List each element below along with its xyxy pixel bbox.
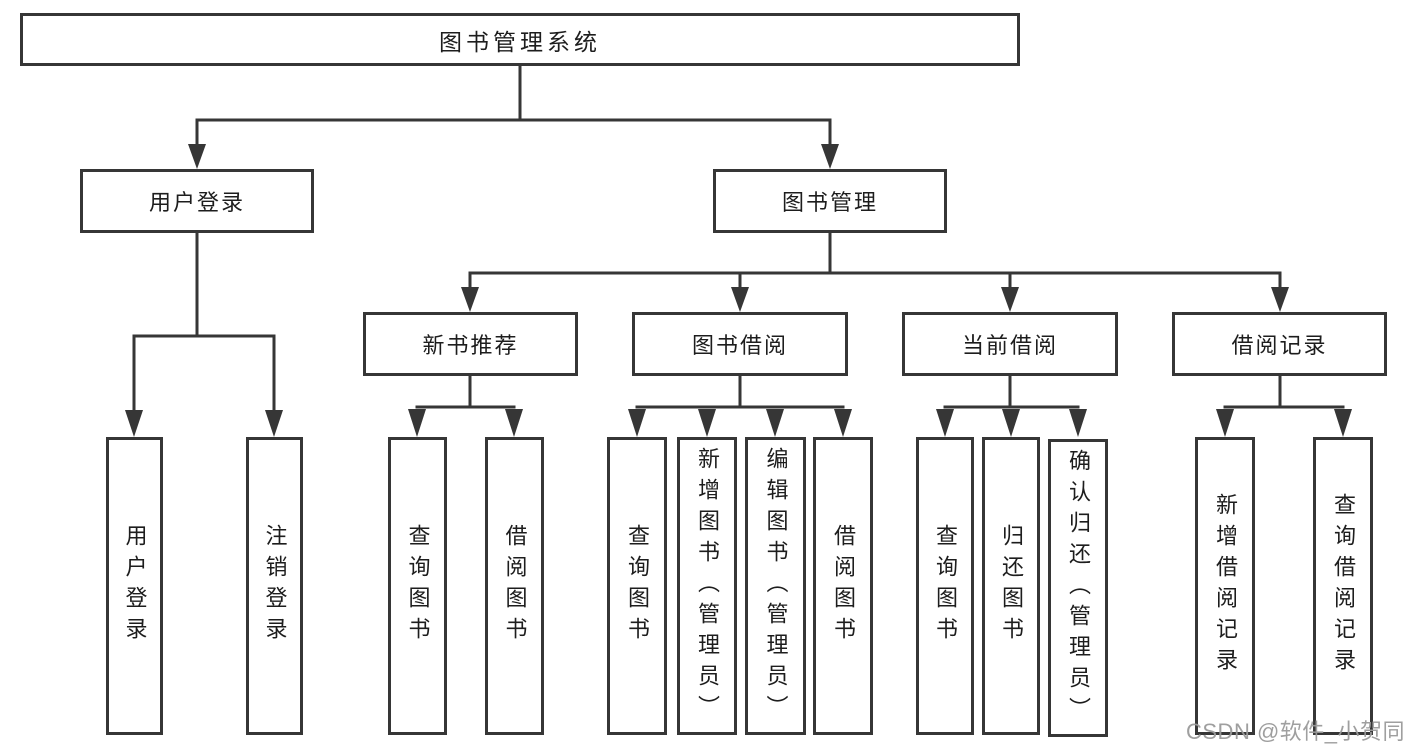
leaf-user-login: 用户登录 [106, 437, 163, 735]
leaf-return-books: 归还图书 [982, 437, 1040, 735]
csdn-watermark: CSDN @软件_小贺同学 [1186, 719, 1405, 744]
leaf-add-books-admin: 新增图书（管理员） [677, 437, 737, 735]
leaf-query-books-current: 查询图书 [916, 437, 974, 735]
node-root-system: 图书管理系统 [20, 13, 1020, 66]
leaf-logout: 注销登录 [246, 437, 303, 735]
leaf-query-books-borrow: 查询图书 [607, 437, 667, 735]
node-book-management: 图书管理 [713, 169, 947, 233]
node-new-book-recommend: 新书推荐 [363, 312, 578, 376]
leaf-query-books-recommend: 查询图书 [388, 437, 447, 735]
leaf-add-borrow-record: 新增借阅记录 [1195, 437, 1255, 735]
node-borrow-records: 借阅记录 [1172, 312, 1387, 376]
node-user-login: 用户登录 [80, 169, 314, 233]
arrowheads [125, 144, 1352, 437]
leaf-borrow-books-recommend: 借阅图书 [485, 437, 544, 735]
leaf-edit-books-admin: 编辑图书（管理员） [745, 437, 806, 735]
leaf-borrow-books: 借阅图书 [813, 437, 873, 735]
node-current-borrow: 当前借阅 [902, 312, 1118, 376]
node-book-borrow: 图书借阅 [632, 312, 848, 376]
leaf-confirm-return-admin: 确认归还（管理员） [1048, 439, 1108, 737]
leaf-query-borrow-record: 查询借阅记录 [1313, 437, 1373, 735]
